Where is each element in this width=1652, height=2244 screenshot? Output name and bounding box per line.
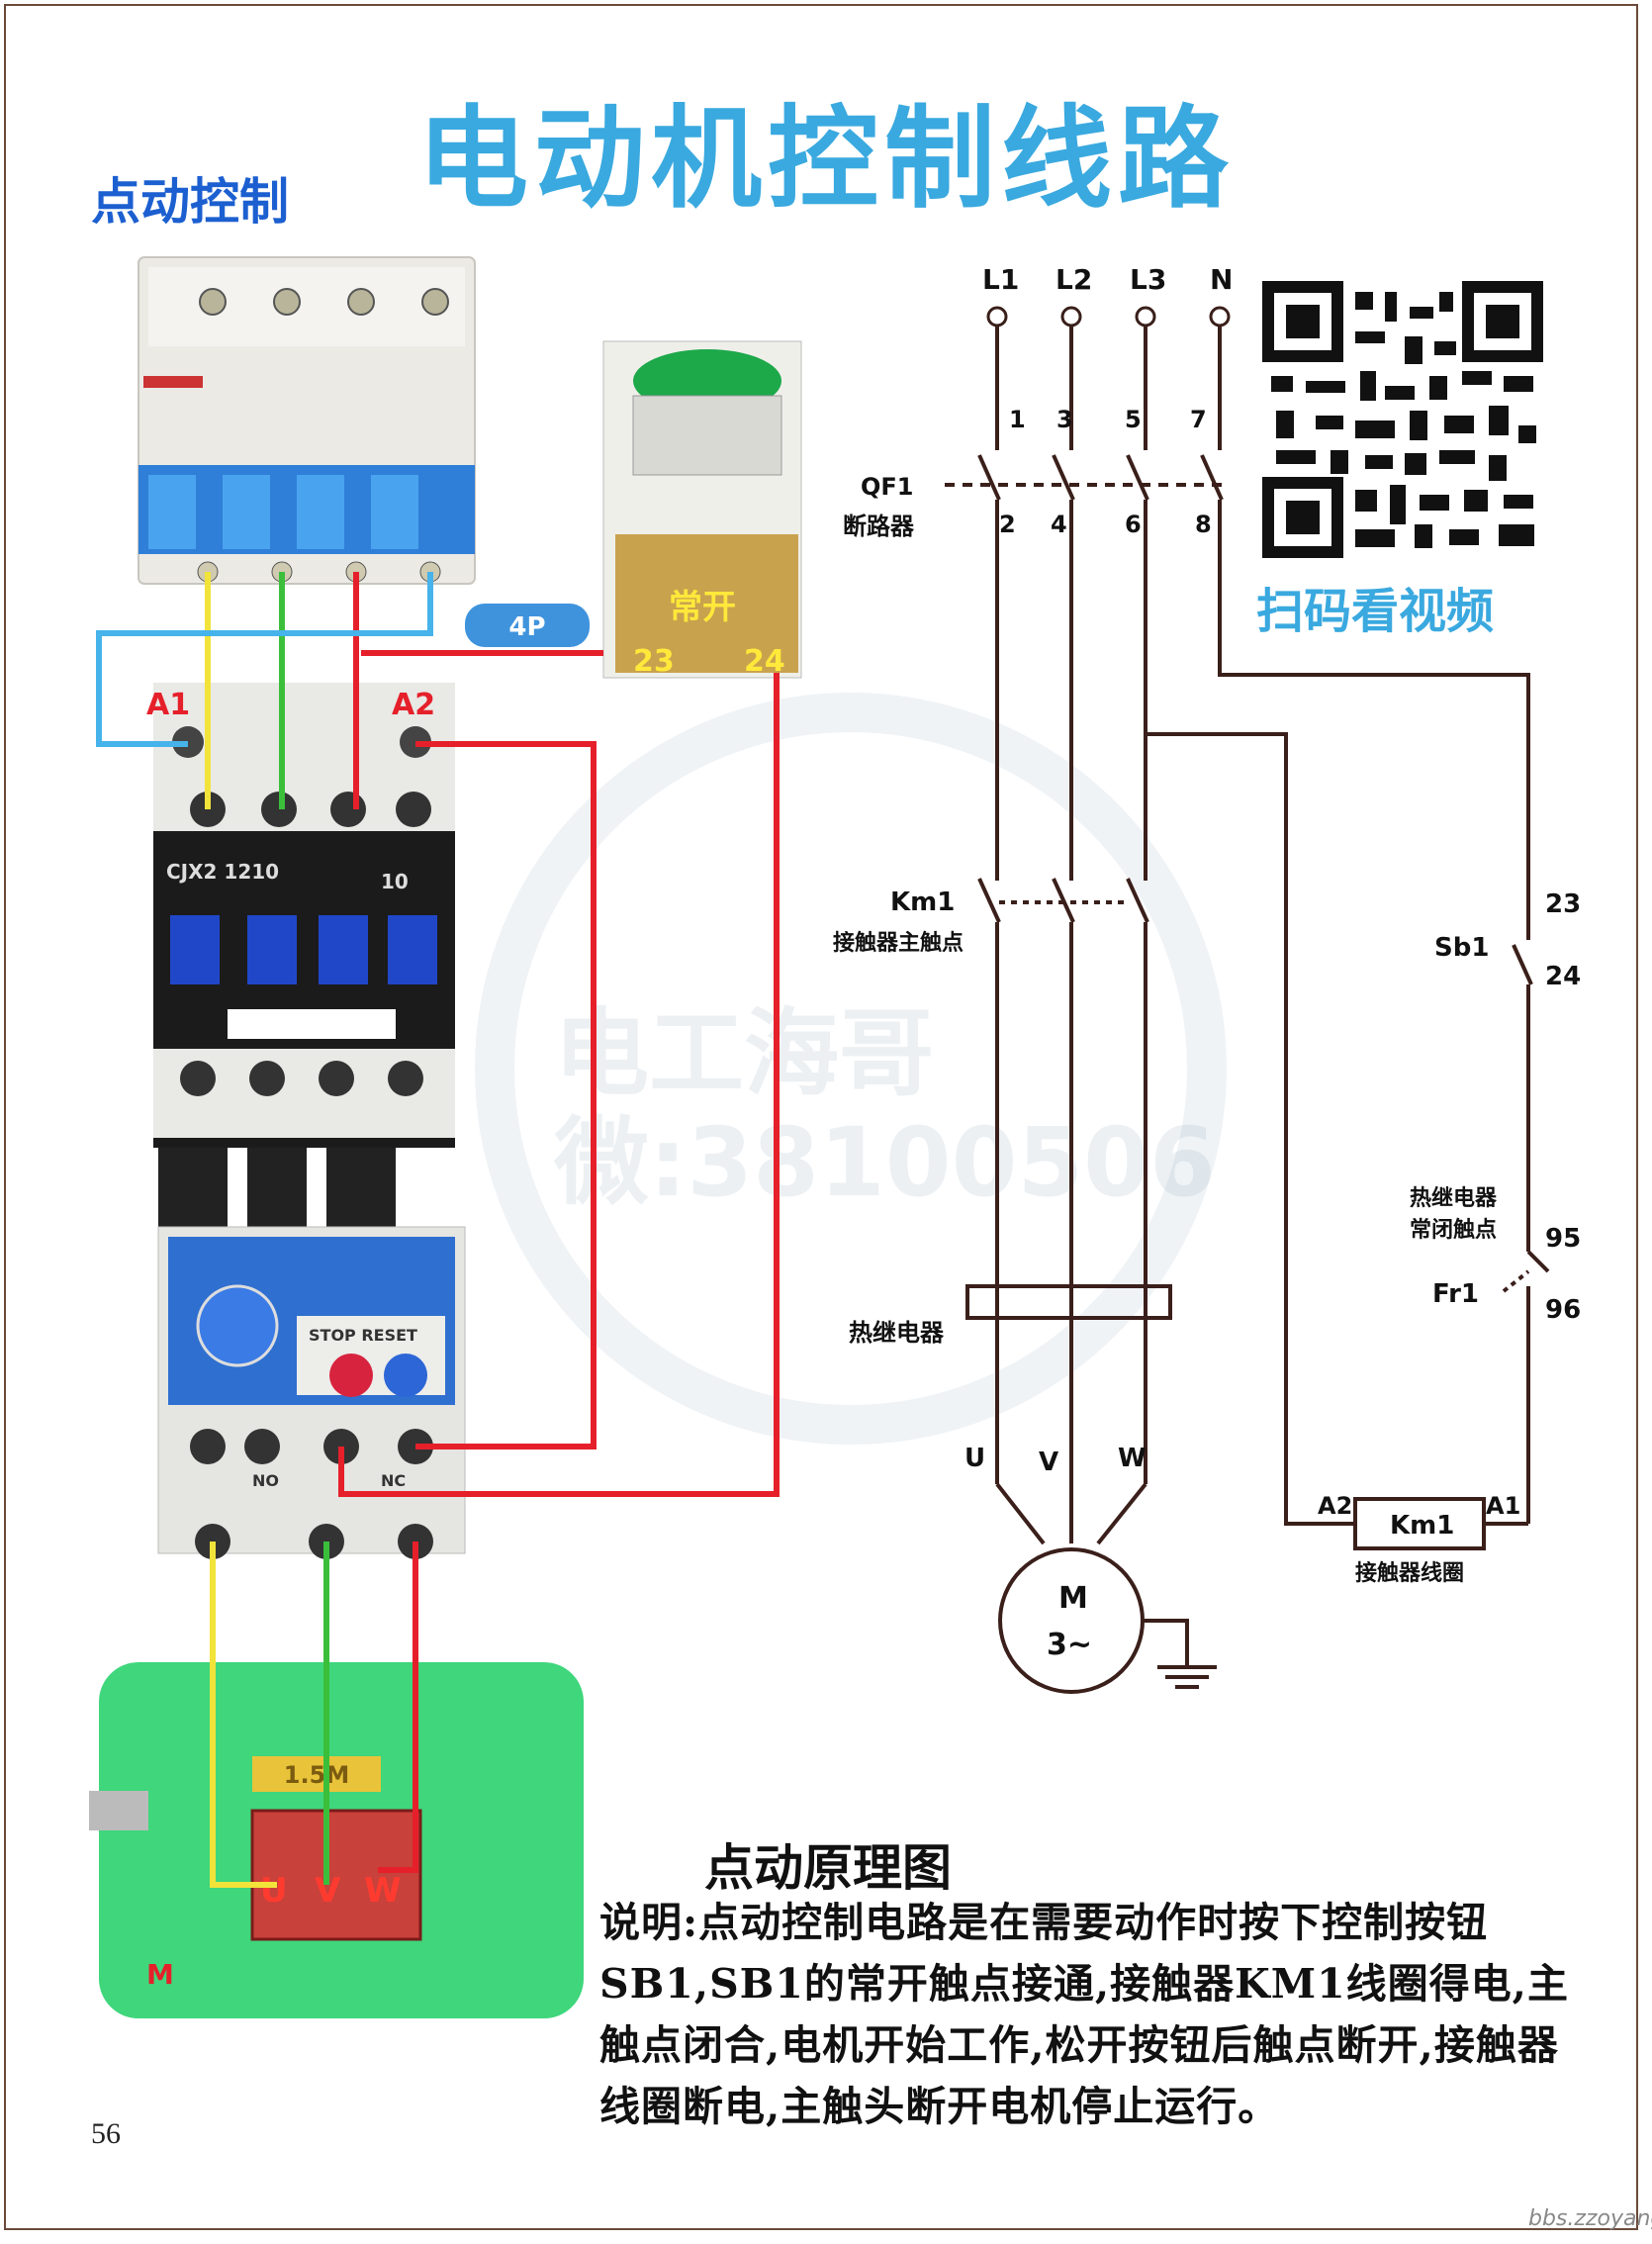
watermark-circle	[475, 693, 1227, 1445]
button-terminal-23: 23	[633, 644, 675, 679]
motor-m-label: M	[146, 1958, 174, 1991]
watermark: 电工海哥 微:38100506	[554, 999, 1216, 1217]
page-title: 电动机控制线路	[417, 95, 1235, 224]
contactor-aux: 10	[381, 870, 409, 893]
breaker-4p-label: 4P	[508, 612, 545, 642]
qf-label: QF1	[861, 473, 914, 501]
fr-terminal-96: 96	[1545, 1295, 1581, 1325]
contactor: CJX2 1210 10 A1 A2	[146, 683, 455, 1148]
motor-plate: 1.5M	[284, 1761, 349, 1789]
output-u: U	[964, 1444, 985, 1473]
contactor-model: CJX2 1210	[166, 860, 279, 884]
explain-text: 说明:点动控制电路是在需要动作时按下控制按钮SB1,SB1的常开触点接通,接触器…	[599, 1899, 1569, 2130]
coil-terminal-a2: A2	[392, 688, 435, 722]
relay-nc-label: NC	[381, 1471, 406, 1490]
qf-top-7: 7	[1190, 406, 1207, 433]
phase-l1: L1	[982, 263, 1019, 296]
motor-terminal-w: W	[364, 1871, 402, 1911]
watermark-line1: 电工海哥	[554, 998, 934, 1109]
fr-caption-line1: 热继电器	[1410, 1185, 1498, 1211]
coil-a1: A1	[1486, 1492, 1520, 1520]
output-w: W	[1118, 1444, 1147, 1473]
qf-bottom-8: 8	[1195, 511, 1212, 538]
coil-terminal-a1: A1	[146, 688, 190, 722]
km-name: 接触器主触点	[833, 930, 964, 956]
explain-title: 点动原理图	[704, 1838, 952, 1897]
coil-name: 接触器线圈	[1355, 1560, 1464, 1586]
qf-top-5: 5	[1125, 406, 1142, 433]
motor-terminal-u: U	[260, 1871, 288, 1911]
qf-top-3: 3	[1056, 406, 1073, 433]
button-no-label: 常开	[669, 588, 736, 627]
schematic	[945, 327, 1550, 1694]
section-subtitle: 点动控制	[91, 173, 289, 231]
footer-mark: bbs.zzoyang.org	[1528, 2206, 1652, 2231]
relay-no-label: NO	[252, 1471, 279, 1490]
qf-bottom-4: 4	[1051, 511, 1067, 538]
sb-terminal-24: 24	[1545, 962, 1581, 991]
fr-label: Fr1	[1432, 1279, 1479, 1309]
qf-bottom-2: 2	[999, 511, 1016, 538]
phase-n: N	[1210, 263, 1233, 296]
sb-terminal-23: 23	[1545, 889, 1581, 919]
motor-photo: 1.5M U V W M	[89, 1662, 584, 2018]
phase-l2: L2	[1055, 263, 1092, 296]
qr-caption: 扫码看视频	[1256, 584, 1495, 639]
push-button: 常开 23 24	[602, 340, 802, 679]
qf-bottom-6: 6	[1125, 511, 1142, 538]
page-border	[4, 4, 1638, 2230]
output-v: V	[1039, 1448, 1058, 1477]
coil-a2: A2	[1318, 1492, 1352, 1520]
motor-symbol-m: M	[1058, 1581, 1088, 1616]
coil-label: Km1	[1390, 1511, 1454, 1541]
supply-terminals	[986, 306, 1231, 327]
km-label: Km1	[890, 888, 955, 917]
fr-terminal-95: 95	[1545, 1224, 1581, 1254]
thermal-relay: STOP RESET NO NC	[157, 1148, 466, 1559]
relay-buttons-label: STOP RESET	[309, 1326, 417, 1345]
sb-label: Sb1	[1434, 933, 1489, 963]
motor-symbol-phase: 3~	[1047, 1628, 1092, 1662]
qr-code	[1262, 281, 1543, 558]
phase-l3: L3	[1130, 263, 1166, 296]
qf-name: 断路器	[843, 513, 915, 540]
qf-top-1: 1	[1009, 406, 1026, 433]
relay-name: 热继电器	[849, 1319, 945, 1347]
circuit-breaker: 4P	[138, 256, 590, 647]
watermark-line2: 微:38100506	[554, 1107, 1216, 1218]
page-number: 56	[91, 2117, 121, 2150]
fr-caption-line2: 常闭触点	[1410, 1217, 1497, 1243]
photo-wires	[96, 572, 780, 1888]
